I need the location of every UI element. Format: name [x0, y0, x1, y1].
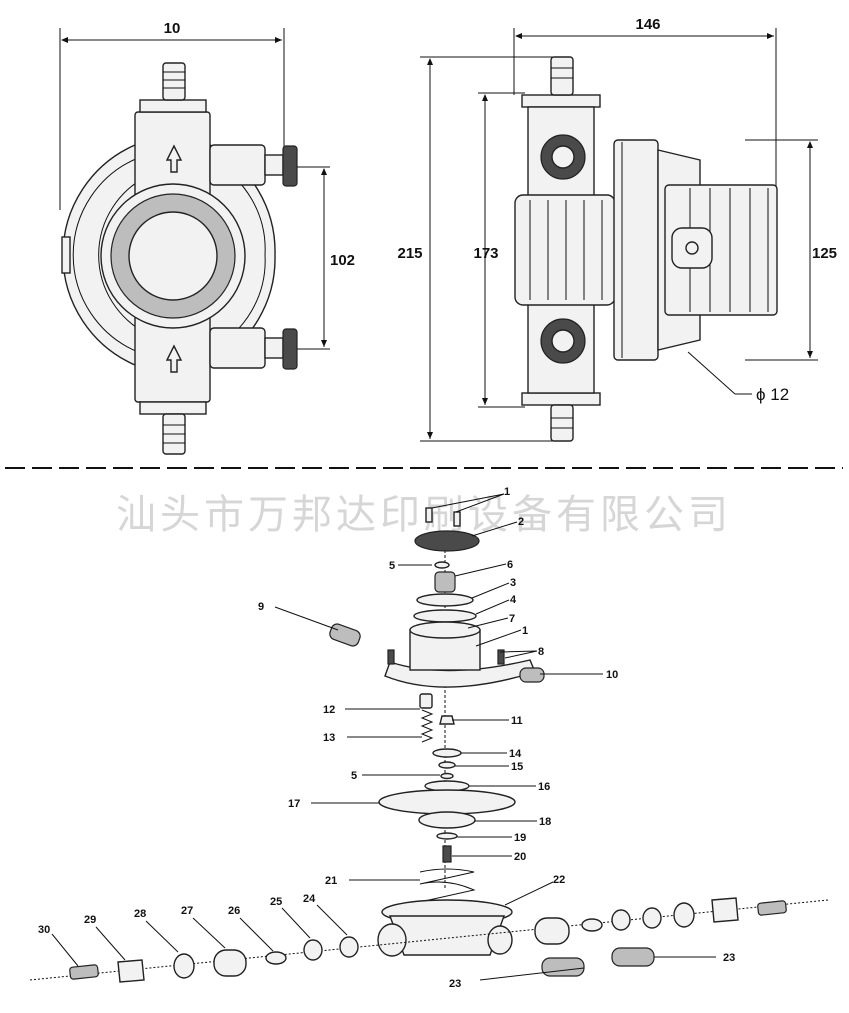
callout-27: 27: [181, 905, 193, 917]
callout-28: 28: [134, 908, 146, 920]
callout-21: 21: [325, 875, 337, 887]
callout-15: 15: [511, 761, 523, 773]
callout-5-top: 5: [389, 560, 395, 572]
dim-side-total-height: 215: [397, 245, 422, 262]
callout-labels: 1 2 5 6 3 4 9 7 1 8 10 12 11 13 14 15 5 …: [38, 486, 735, 990]
callout-19: 19: [514, 832, 526, 844]
callout-7: 7: [509, 613, 515, 625]
callout-30: 30: [38, 924, 50, 936]
callout-23-bottom: 23: [449, 978, 461, 990]
callout-4: 4: [510, 594, 517, 606]
callout-6: 6: [507, 559, 513, 571]
callout-23-right: 23: [723, 952, 735, 964]
front-view: 10 102: [59, 20, 355, 455]
company-watermark: 汕头市万邦达印刷设备有限公司: [116, 493, 732, 537]
callout-10: 10: [606, 669, 618, 681]
callout-5-low: 5: [351, 770, 357, 782]
side-view: 146 215 173 125: [397, 16, 837, 442]
callout-26: 26: [228, 905, 240, 917]
callout-9: 9: [258, 601, 264, 613]
exploded-view: [29, 493, 829, 983]
callout-24: 24: [303, 893, 316, 905]
dim-front-width: 10: [164, 20, 181, 37]
dim-side-body-height: 173: [473, 245, 498, 262]
callout-8: 8: [538, 646, 544, 658]
callout-17: 17: [288, 798, 300, 810]
dim-front-height: 102: [330, 252, 355, 269]
callout-22: 22: [553, 874, 565, 886]
callout-16: 16: [538, 781, 550, 793]
callout-3: 3: [510, 577, 516, 589]
callout-20: 20: [514, 851, 526, 863]
callout-25: 25: [270, 896, 282, 908]
callout-18: 18: [539, 816, 551, 828]
callout-2: 2: [518, 516, 524, 528]
dim-side-diameter: ϕ 12: [756, 385, 789, 404]
callout-13: 13: [323, 732, 335, 744]
callout-1-mid: 1: [522, 625, 528, 637]
dim-side-width: 146: [635, 16, 660, 33]
callout-1-top: 1: [504, 486, 510, 498]
dim-side-motor-height: 125: [812, 245, 837, 262]
callout-12: 12: [323, 704, 335, 716]
callout-11: 11: [511, 715, 523, 727]
callout-29: 29: [84, 914, 96, 926]
callout-14: 14: [509, 748, 522, 760]
